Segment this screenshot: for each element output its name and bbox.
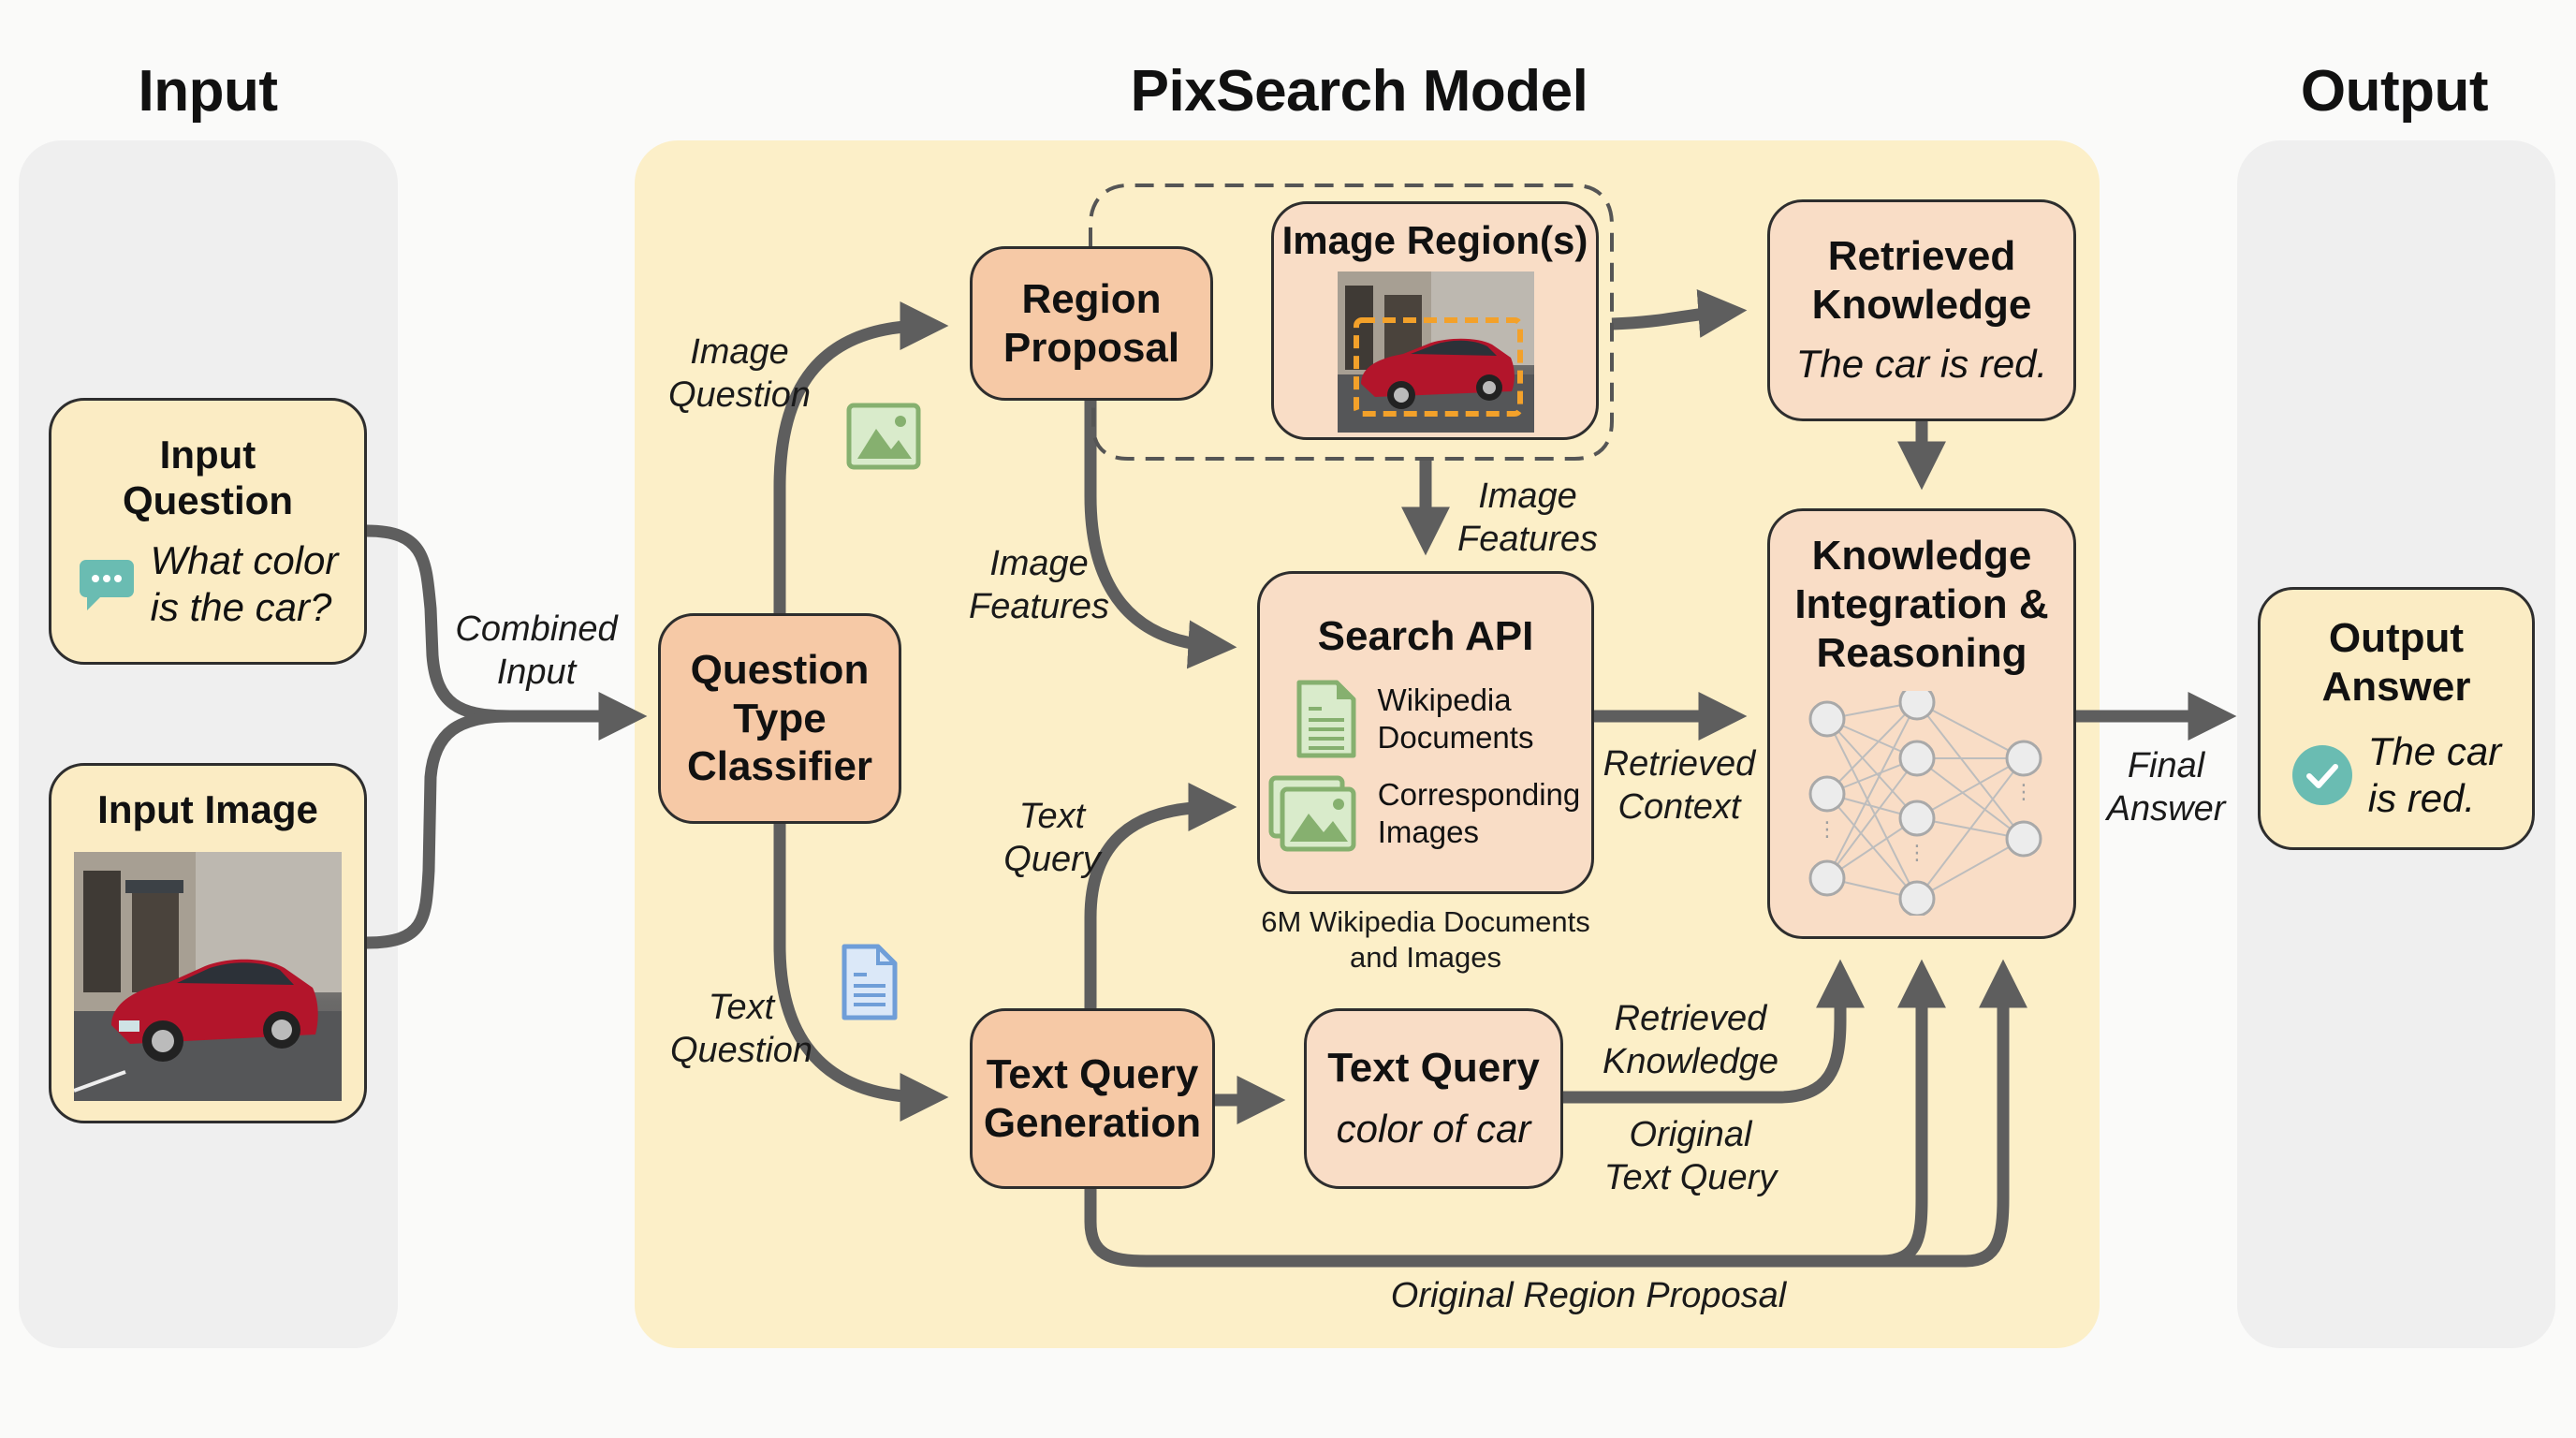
nn-connection — [1826, 757, 1918, 879]
input-question-title: Input Question — [122, 432, 293, 523]
image-icon — [846, 403, 921, 470]
nn-node — [1808, 775, 1846, 813]
nn-node — [1808, 700, 1846, 738]
nn-node — [1898, 690, 1936, 721]
label-retrieved-knowledge: Retrieved Knowledge — [1602, 999, 1779, 1081]
nn-connection — [1916, 700, 2025, 759]
nn-node — [1898, 800, 1936, 837]
retrieved-knowledge-box: Retrieved Knowledge The car is red. — [1767, 199, 2076, 421]
corresponding-images-row: Corresponding Images — [1267, 774, 1580, 853]
nn-node — [2005, 820, 2042, 858]
input-question-box: Input Question What color is the car? — [49, 398, 367, 665]
label-image-question: Image Question — [667, 332, 812, 415]
nn-connection — [1916, 756, 2025, 819]
model-section-title: PixSearch Model — [1130, 59, 1588, 124]
input-panel — [19, 140, 398, 1348]
input-image-box: Input Image — [49, 763, 367, 1123]
nn-connection — [1826, 701, 1918, 795]
nn-node — [1898, 740, 1936, 777]
nn-connection — [1916, 757, 2025, 900]
text-document-icon — [842, 944, 898, 1020]
label-combined-input: Combined Input — [455, 609, 618, 692]
output-answer-box: Output Answer The car is red. — [2258, 587, 2535, 850]
text-query-generation-box: Text Query Generation — [970, 1008, 1215, 1189]
input-section-title: Input — [138, 59, 279, 124]
nn-ellipsis: ⋮ — [2013, 781, 2034, 804]
input-image-photo — [74, 852, 342, 1101]
label-retrieved-context: Retrieved Context — [1603, 744, 1756, 827]
nn-connection — [1826, 793, 1918, 900]
input-question-text: What color is the car? — [150, 537, 339, 630]
label-text-question: Text Question — [669, 988, 813, 1070]
nn-ellipsis: ⋮ — [1817, 818, 1837, 842]
bounding-box — [1354, 317, 1523, 417]
neural-network-icon: ⋮ ⋮ ⋮ — [1808, 690, 2042, 916]
nn-connection — [1826, 718, 1918, 900]
search-api-box: Search API Wikipedia Documents Correspon… — [1257, 571, 1594, 894]
label-image-features-left: Image Features — [969, 544, 1109, 626]
red-car-photo-icon — [74, 852, 342, 1101]
text-query-box: Text Query color of car — [1304, 1008, 1563, 1189]
label-final-answer: Final Answer — [2106, 746, 2226, 829]
label-text-query: Text Query — [1003, 797, 1101, 879]
search-api-caption: 6M Wikipedia Documents and Images — [1261, 905, 1590, 974]
wikipedia-documents-row: Wikipedia Documents — [1295, 679, 1533, 759]
nn-connection — [1916, 701, 2025, 840]
nn-node — [1808, 859, 1846, 897]
label-original-region-proposal: Original Region Proposal — [1390, 1276, 1787, 1315]
image-regions-box: Image Region(s) — [1271, 201, 1599, 440]
region-proposal-box: Region Proposal — [970, 246, 1213, 401]
document-icon — [1296, 680, 1356, 758]
input-image-title: Input Image — [97, 787, 318, 831]
nn-connection — [1826, 701, 1918, 879]
output-section-title: Output — [2300, 59, 2489, 124]
label-original-text-query: Original Text Query — [1603, 1115, 1778, 1197]
knowledge-integration-reasoning-box: Knowledge Integration & Reasoning ⋮⋮⋮ — [1767, 508, 2076, 939]
image-region-photo — [1338, 271, 1534, 433]
nn-connection — [1916, 837, 2025, 900]
nn-node — [1898, 880, 1936, 916]
question-type-classifier-box: Question Type Classifier — [658, 613, 901, 824]
speech-bubble-icon — [79, 560, 134, 611]
nn-node — [2005, 740, 2042, 777]
label-image-features-top: Image Features — [1457, 477, 1598, 559]
nn-ellipsis: ⋮ — [1907, 842, 1927, 865]
nn-connection — [1916, 756, 2025, 840]
nn-connection — [1826, 718, 1918, 819]
images-icon — [1268, 775, 1356, 852]
check-circle-icon — [2291, 745, 2352, 806]
